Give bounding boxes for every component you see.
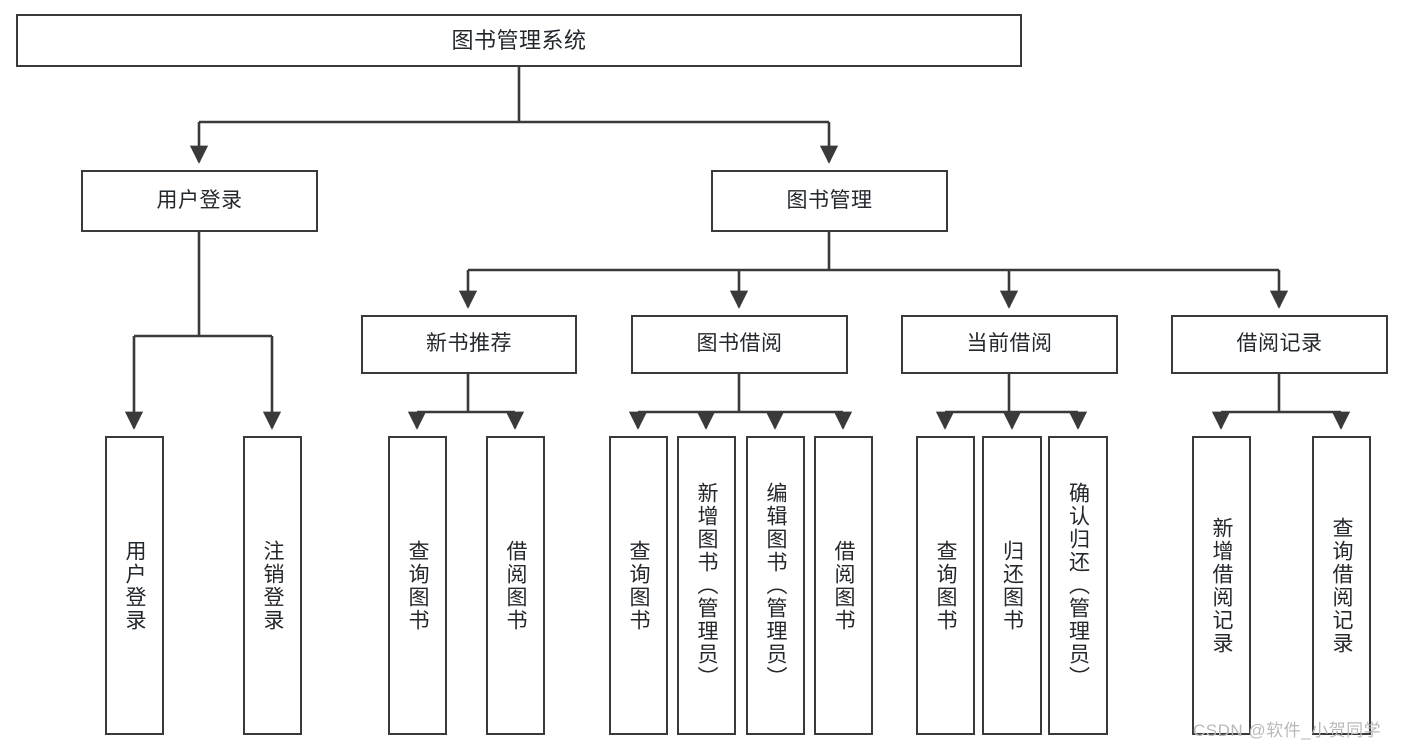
node-borrow-book-action[interactable]: 借阅图书 bbox=[814, 436, 873, 735]
node-add-book-admin-label: 新增图书（管理员） bbox=[695, 482, 718, 689]
node-confirm-return-admin-label: 确认归还（管理员） bbox=[1066, 482, 1090, 689]
node-return-book-label: 归还图书 bbox=[1000, 539, 1024, 632]
node-book-borrow[interactable]: 图书借阅 bbox=[631, 315, 848, 374]
node-query-borrow-record[interactable]: 查询借阅记录 bbox=[1312, 436, 1371, 735]
node-borrow-record-label: 借阅记录 bbox=[1236, 332, 1323, 356]
node-user-login-action-label: 用户登录 bbox=[123, 539, 146, 632]
node-confirm-return-admin[interactable]: 确认归还（管理员） bbox=[1048, 436, 1108, 735]
node-logout-action[interactable]: 注销登录 bbox=[243, 436, 302, 735]
node-user-login[interactable]: 用户登录 bbox=[81, 170, 318, 232]
node-edit-book-admin[interactable]: 编辑图书（管理员） bbox=[746, 436, 805, 735]
csdn-watermark: CSDN @软件_小贺同学 bbox=[1193, 721, 1382, 740]
node-current-borrow-label: 当前借阅 bbox=[966, 332, 1053, 356]
node-new-book-rec[interactable]: 新书推荐 bbox=[361, 315, 577, 374]
node-query-book-borrow[interactable]: 查询图书 bbox=[609, 436, 668, 735]
node-borrow-record[interactable]: 借阅记录 bbox=[1171, 315, 1388, 374]
node-query-book-current-label: 查询图书 bbox=[934, 539, 957, 632]
node-query-borrow-record-label: 查询借阅记录 bbox=[1330, 516, 1353, 655]
node-add-borrow-record[interactable]: 新增借阅记录 bbox=[1192, 436, 1251, 735]
node-add-book-admin[interactable]: 新增图书（管理员） bbox=[677, 436, 736, 735]
node-current-borrow[interactable]: 当前借阅 bbox=[901, 315, 1118, 374]
node-book-manage[interactable]: 图书管理 bbox=[711, 170, 948, 232]
node-root-label: 图书管理系统 bbox=[451, 27, 587, 53]
node-borrow-book-rec-label: 借阅图书 bbox=[504, 539, 527, 632]
node-query-book-rec-label: 查询图书 bbox=[406, 539, 429, 632]
node-query-book-borrow-label: 查询图书 bbox=[627, 539, 650, 632]
node-query-book-rec[interactable]: 查询图书 bbox=[388, 436, 447, 735]
node-book-borrow-label: 图书借阅 bbox=[696, 332, 783, 356]
node-root[interactable]: 图书管理系统 bbox=[16, 14, 1022, 67]
node-borrow-book-action-label: 借阅图书 bbox=[832, 539, 855, 632]
node-borrow-book-rec[interactable]: 借阅图书 bbox=[486, 436, 545, 735]
node-user-login-action[interactable]: 用户登录 bbox=[105, 436, 164, 735]
node-add-borrow-record-label: 新增借阅记录 bbox=[1210, 516, 1233, 655]
node-logout-action-label: 注销登录 bbox=[261, 539, 284, 632]
node-user-login-label: 用户登录 bbox=[156, 188, 243, 212]
node-query-book-current[interactable]: 查询图书 bbox=[916, 436, 975, 735]
node-book-manage-label: 图书管理 bbox=[786, 188, 873, 212]
node-return-book[interactable]: 归还图书 bbox=[982, 436, 1042, 735]
node-edit-book-admin-label: 编辑图书（管理员） bbox=[764, 482, 787, 689]
node-new-book-rec-label: 新书推荐 bbox=[426, 332, 512, 356]
